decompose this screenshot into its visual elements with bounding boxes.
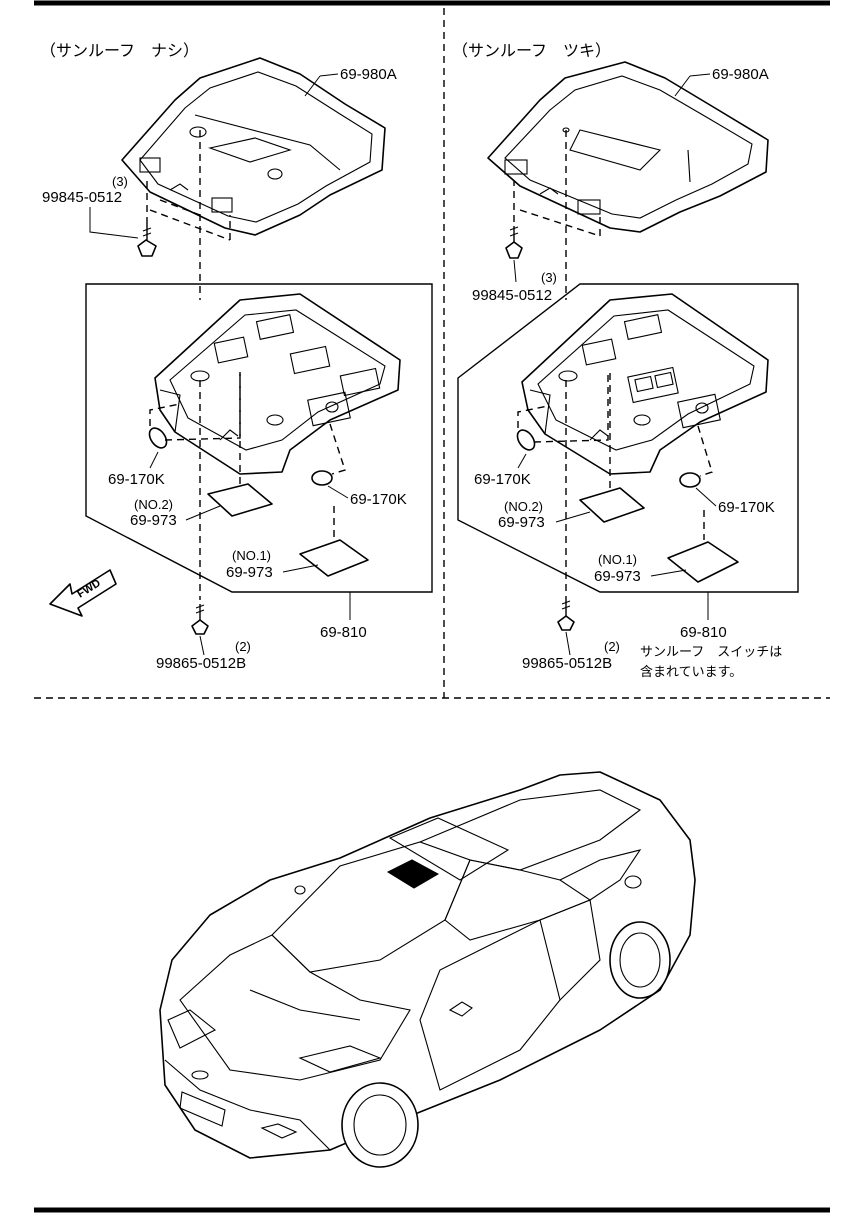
left-lens-no2 bbox=[207, 483, 273, 517]
car-console-highlight bbox=[386, 859, 440, 889]
right-label-screw-bottom: 99865-0512B bbox=[522, 655, 612, 672]
left-bulb-right-icon bbox=[311, 470, 333, 486]
left-panel: （サンルーフ ナシ） 69-980A (3) 99845-0512 bbox=[40, 41, 433, 672]
right-console-assy bbox=[521, 293, 769, 475]
left-console-assy bbox=[154, 293, 401, 475]
right-note-line2: 含まれています。 bbox=[640, 664, 742, 680]
fwd-arrow-icon: FWD bbox=[49, 569, 117, 617]
right-header: （サンルーフ ツキ） bbox=[452, 41, 611, 60]
right-panel: （サンルーフ ツキ） 69-980A (3) 99845-0512 bbox=[452, 41, 799, 680]
right-label-screw-top: 99845-0512 bbox=[472, 287, 552, 304]
left-label-lens-no1: 69-973 bbox=[226, 564, 273, 581]
left-bulb-left-icon bbox=[148, 427, 168, 449]
left-label-screw-bottom-qty: (2) bbox=[235, 639, 251, 654]
right-bulb-right-icon bbox=[679, 472, 701, 488]
right-label-980a: 69-980A bbox=[712, 66, 769, 83]
right-label-lens-no1: 69-973 bbox=[594, 568, 641, 585]
left-label-lens-no1-tag: (NO.1) bbox=[232, 548, 271, 563]
right-console-box bbox=[457, 283, 799, 593]
left-label-screw-bottom: 99865-0512B bbox=[156, 655, 246, 672]
right-lens-no2 bbox=[579, 487, 645, 523]
left-headliner-bracket bbox=[121, 57, 386, 236]
right-label-bulb-left: 69-170K bbox=[474, 471, 531, 488]
left-screw-bottom-icon bbox=[191, 604, 209, 635]
right-label-bulb-right: 69-170K bbox=[718, 499, 775, 516]
left-lens-no1 bbox=[299, 539, 369, 577]
left-label-console: 69-810 bbox=[320, 624, 367, 641]
left-label-screw-top: 99845-0512 bbox=[42, 189, 122, 206]
right-label-screw-top-qty: (3) bbox=[541, 270, 557, 285]
right-bulb-left-icon bbox=[516, 429, 536, 451]
right-lens-no1 bbox=[667, 541, 739, 583]
left-label-lens-no2: 69-973 bbox=[130, 512, 177, 529]
left-label-bulb-right: 69-170K bbox=[350, 491, 407, 508]
left-screw-top-icon bbox=[137, 224, 157, 257]
right-headliner-bracket bbox=[487, 61, 769, 233]
left-label-980a: 69-980A bbox=[340, 66, 397, 83]
left-label-lens-no2-tag: (NO.2) bbox=[134, 497, 173, 512]
right-label-lens-no2-tag: (NO.2) bbox=[504, 499, 543, 514]
right-note-line1: サンルーフ スイッチは bbox=[640, 645, 782, 660]
car-illustration bbox=[159, 771, 696, 1168]
right-screw-top-icon bbox=[505, 226, 523, 259]
left-header: （サンルーフ ナシ） bbox=[40, 41, 199, 60]
left-console-box bbox=[85, 283, 433, 593]
left-label-bulb-left: 69-170K bbox=[108, 471, 165, 488]
right-label-console: 69-810 bbox=[680, 624, 727, 641]
right-label-lens-no2: 69-973 bbox=[498, 514, 545, 531]
right-screw-bottom-icon bbox=[557, 600, 575, 631]
right-label-lens-no1-tag: (NO.1) bbox=[598, 552, 637, 567]
right-label-screw-bottom-qty: (2) bbox=[604, 639, 620, 654]
left-label-screw-top-qty: (3) bbox=[112, 174, 128, 189]
